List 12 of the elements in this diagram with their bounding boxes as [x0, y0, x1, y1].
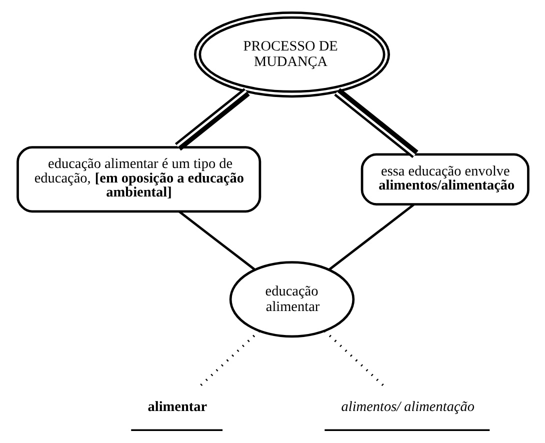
node-box: educação alimentar é um tipo de educação, [em oposição a educação ambiental]: [16, 146, 261, 213]
connector: [323, 330, 386, 388]
connector: [197, 330, 260, 388]
node-text: alimentos/ alimentação: [340, 399, 474, 416]
connector: [328, 203, 414, 271]
node-box: essa educação envolve alimentos/alimentação: [360, 153, 529, 206]
node-text: alimentar: [147, 399, 207, 416]
node-ellipse: educação alimentar: [228, 261, 354, 338]
connector: [174, 88, 250, 151]
connector: [178, 210, 255, 270]
connector: [334, 88, 418, 158]
node-ellipse: PROCESSO DE MUDANÇA: [193, 12, 390, 98]
